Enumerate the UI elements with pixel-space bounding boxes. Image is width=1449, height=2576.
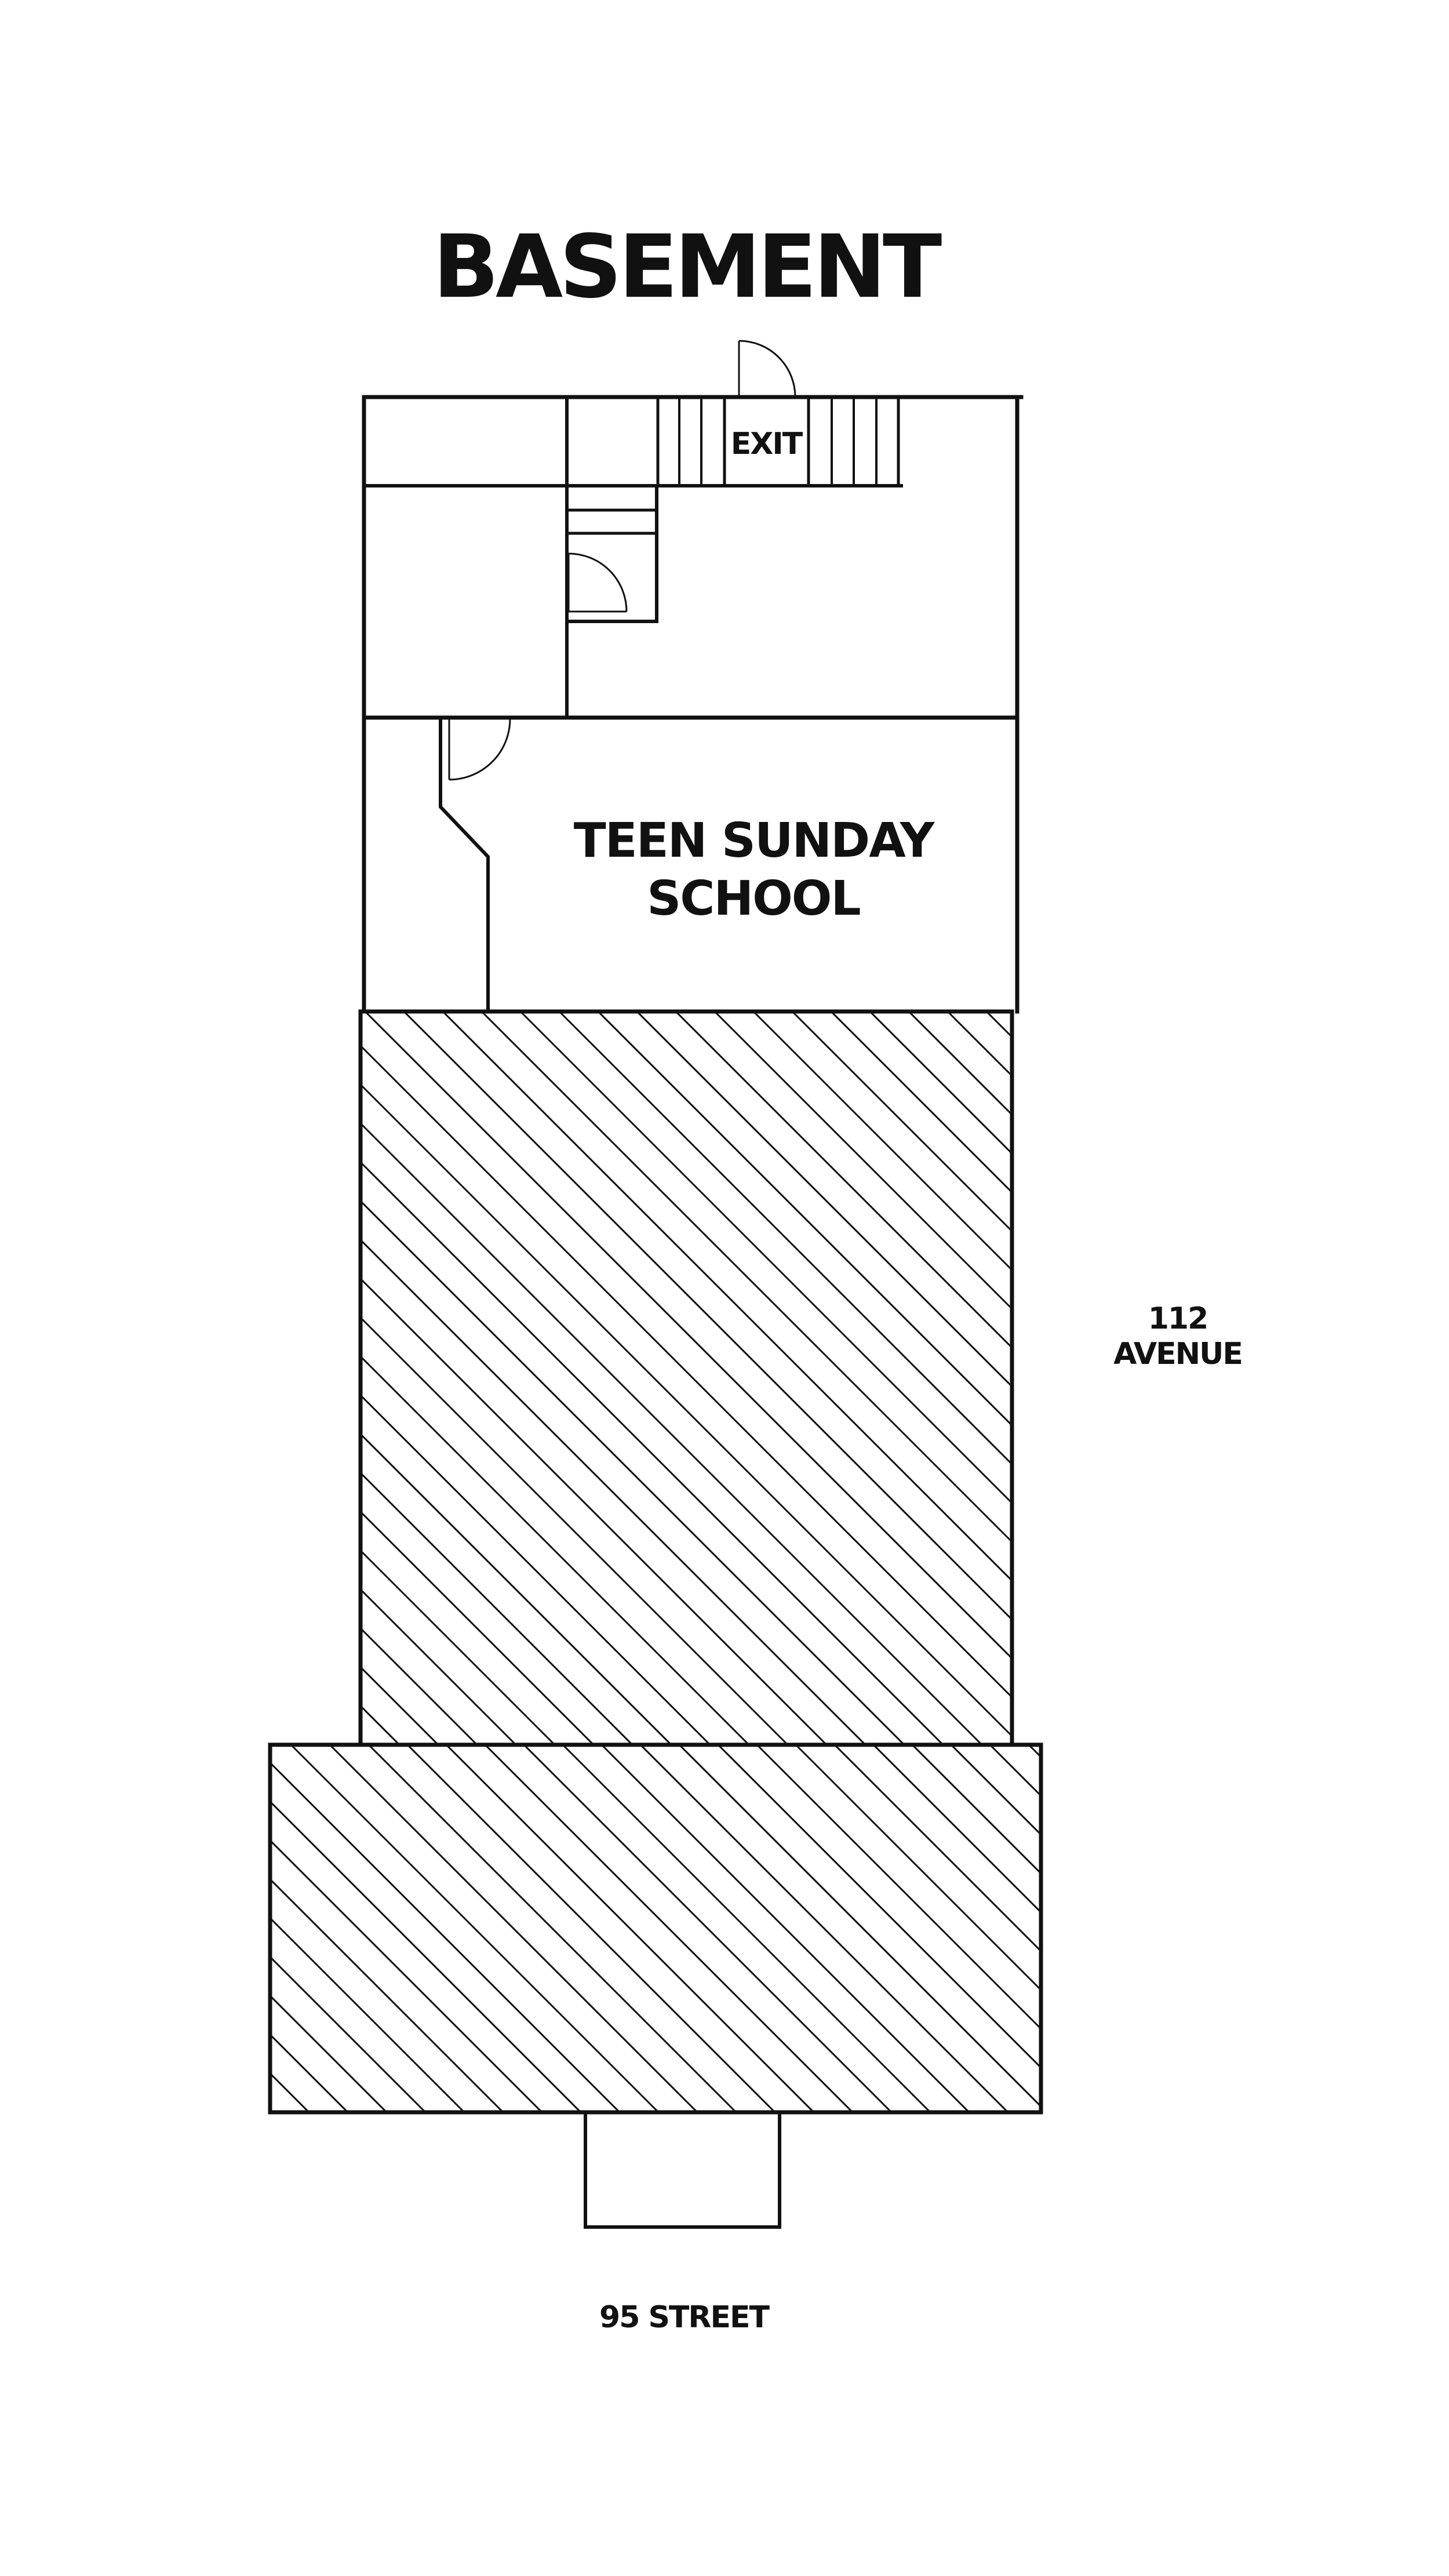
avenue-label-line2: AVENUE [1113,1337,1242,1371]
upper-hatched-area [358,1009,1014,1747]
hatch-line [635,1012,1012,1388]
hatch-line [367,1745,738,2112]
hatch-line [833,1745,1041,1953]
hatch-line [361,1083,1012,1738]
hatch-line [363,1012,1012,1660]
basement-walls [362,395,1024,1014]
teen-room-angled-wall [439,716,490,1013]
hatch-line [270,1800,582,2112]
hatch-line [561,1745,932,2112]
hatch-line [361,1432,673,1745]
stair-door [567,552,628,613]
teen-room-door [448,718,511,781]
hatch-line [639,1745,1010,2112]
hatch-line [361,1199,906,1745]
hatch-line [794,1745,1041,1992]
hatch-line [361,1316,789,1745]
hatch-line [716,1745,1041,2069]
hatch-line [361,1471,634,1745]
hatch-line [483,1745,854,2112]
hatch-line [270,1916,466,2112]
hatch-line [270,1955,427,2112]
hatch-line [674,1012,1012,1349]
hatch-line [868,1012,1012,1155]
teen-room-label-line1: TEEN SUNDAY [574,813,935,868]
hatch-line [270,1761,621,2112]
hatch-line [361,1160,945,1745]
hatch-line [445,1745,815,2112]
hatch-line [829,1012,1012,1194]
hatch-line [361,1355,751,1745]
hatch-line [678,1745,1041,2108]
exit-door [738,340,796,398]
avenue-label: 112 AVENUE [1113,1301,1243,1371]
hatch-line [402,1012,1012,1621]
hatch-line [361,1122,984,1745]
hatch-line [361,1549,556,1745]
page-title: BASEMENT [433,217,942,318]
hatch-line [949,1745,1041,1836]
hatch-line [270,1878,505,2112]
exit-label: EXIT [731,427,803,461]
hatch-line [522,1745,893,2112]
hatch-line [361,1044,1012,1699]
hatch-line [361,1704,401,1745]
hatch-line [946,1012,1012,1078]
hatch-line [1027,1745,1041,1759]
hatch-line [270,2033,349,2112]
front-entrance-step [584,2111,781,2229]
hatch-line [270,1839,544,2112]
hatch-line [600,1745,971,2112]
hatch-line [270,1994,388,2112]
hatch-line [361,1743,362,1745]
hatch-line [872,1745,1041,1914]
hatch-line [361,1277,828,1745]
hatch-line [361,1588,518,1745]
hatch-line [911,1745,1041,1875]
teen-room-label-line2: SCHOOL [647,871,860,926]
hatch-line [985,1012,1012,1039]
hatch-line [289,1745,660,2112]
hatch-line [361,1238,867,1745]
hatch-line [406,1745,777,2112]
hatch-line [791,1012,1012,1233]
stairwell [565,397,903,623]
hatch-line [558,1012,1012,1466]
hatch-line [907,1012,1012,1116]
avenue-label-line1: 112 [1148,1301,1208,1336]
hatch-line [519,1012,1012,1505]
hatch-line [752,1012,1012,1272]
hatch-line [361,1510,595,1745]
hatch-line [755,1745,1041,2031]
hatch-line [361,1393,712,1745]
hatch-line [270,2072,311,2112]
hatch-line [713,1012,1012,1311]
hatch-line [596,1012,1012,1427]
street-label: 95 STREET [599,2300,770,2335]
lower-hatched-area [268,1742,1043,2115]
hatch-line [328,1745,699,2112]
hatch-line [361,1665,440,1745]
hatch-line [441,1012,1012,1582]
hatch-line [270,2111,272,2112]
teen-sunday-school-label: TEEN SUNDAY SCHOOL [574,813,937,926]
hatch-line [480,1012,1012,1544]
